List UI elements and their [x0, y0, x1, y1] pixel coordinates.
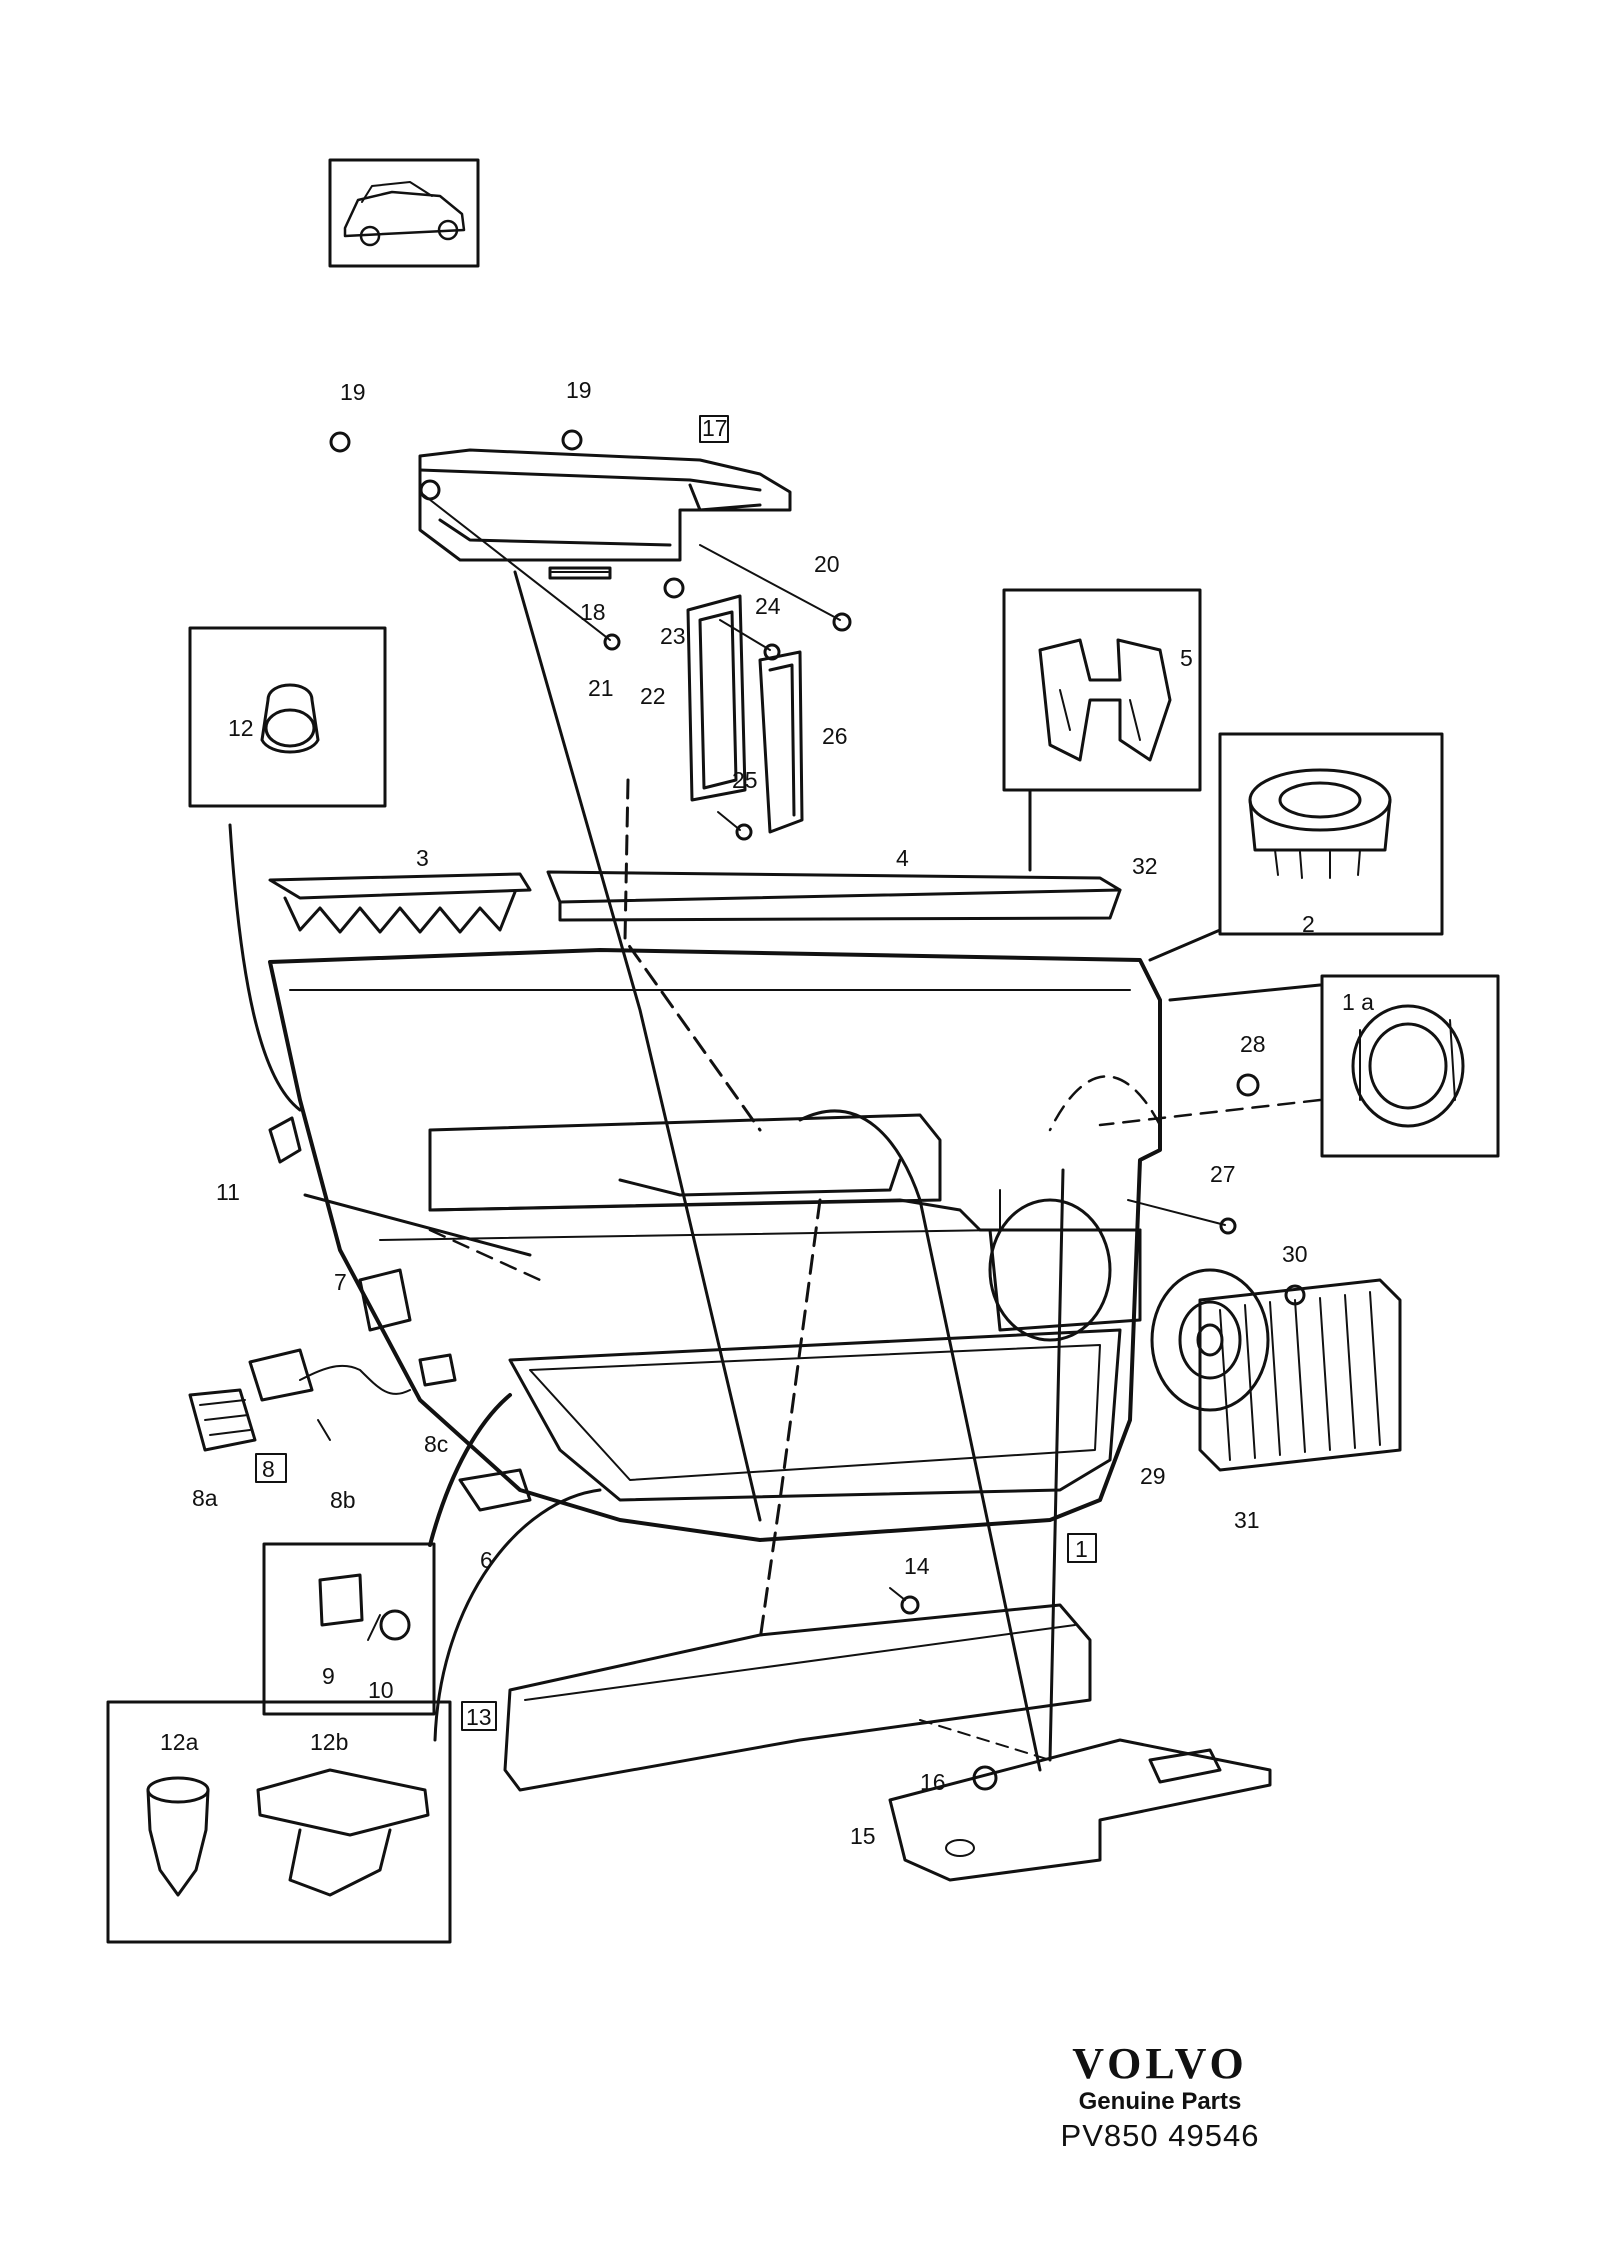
callout-13: 13 [466, 1704, 492, 1730]
pull-handle-22 [686, 594, 804, 841]
lower-trim-13 [503, 1587, 1092, 1792]
callout-8a: 8a [192, 1485, 218, 1511]
callout-18: 18 [580, 599, 606, 625]
strip-18 [548, 566, 612, 580]
callout-11: 11 [216, 1179, 240, 1205]
inset-ring-2 [1218, 732, 1444, 936]
callout-1a: 1 a [1342, 989, 1374, 1015]
callout-9: 9 [322, 1663, 335, 1689]
window-strips [268, 870, 1122, 934]
callout-22: 22 [640, 683, 666, 709]
callout-32: 32 [1132, 853, 1158, 879]
callout-25: 25 [732, 767, 758, 793]
callout-8c: 8c [424, 1431, 448, 1457]
screws-top [329, 429, 852, 661]
brand-tagline: Genuine Parts [1078, 2088, 1242, 2115]
callout-12a: 12a [160, 1729, 199, 1755]
screws-right [1127, 1073, 1306, 1306]
callout-16: 16 [920, 1769, 946, 1795]
callout-20: 20 [814, 551, 840, 577]
callout-5: 5 [1180, 645, 1193, 671]
brand-logo: VOLVO [1072, 2039, 1248, 2088]
inset-clip-12 [188, 626, 387, 808]
callout-30: 30 [1282, 1241, 1308, 1267]
inset-speaker-ring-1a [1320, 974, 1500, 1158]
small-parts-left [188, 1116, 532, 1512]
callout-26: 26 [822, 723, 848, 749]
leader-lines [228, 570, 1322, 1772]
callout-7: 7 [334, 1269, 347, 1295]
callout-27: 27 [1210, 1161, 1236, 1187]
speaker-29 [1150, 1268, 1270, 1412]
callout-10: 10 [368, 1677, 394, 1703]
callout-14: 14 [904, 1553, 930, 1579]
callout-12: 12 [228, 715, 254, 741]
storage-pocket-17 [418, 448, 792, 562]
vehicle-thumbnail [328, 158, 480, 268]
callout-2: 2 [1302, 911, 1315, 937]
armrest-15 [888, 1738, 1272, 1882]
brand-block: VOLVO Genuine Parts PV850 49546 [1010, 2042, 1310, 2154]
callout-19a: 19 [340, 379, 366, 405]
callout-23: 23 [660, 623, 686, 649]
callout-1: 1 [1075, 1536, 1088, 1562]
callout-15: 15 [850, 1823, 876, 1849]
inset-clips-12a-12b [106, 1700, 452, 1944]
callout-8: 8 [262, 1456, 275, 1482]
door-trim-panel-1 [268, 948, 1162, 1542]
diagram-code: PV850 49546 [1060, 2118, 1260, 2153]
inset-clip-9-10 [262, 1542, 436, 1716]
callout-24: 24 [755, 593, 781, 619]
callout-31: 31 [1234, 1507, 1260, 1533]
callout-8b: 8b [330, 1487, 356, 1513]
callout-21: 21 [588, 675, 614, 701]
callout-28: 28 [1240, 1031, 1266, 1057]
callout-12b: 12b [310, 1729, 348, 1755]
callout-29: 29 [1140, 1463, 1166, 1489]
inset-clip-5 [1002, 588, 1202, 792]
callout-19b: 19 [566, 377, 592, 403]
callout-4: 4 [896, 845, 909, 871]
speaker-grille-31 [1198, 1278, 1402, 1472]
callout-6: 6 [480, 1547, 493, 1573]
callout-17: 17 [702, 415, 728, 441]
callout-3: 3 [416, 845, 429, 871]
